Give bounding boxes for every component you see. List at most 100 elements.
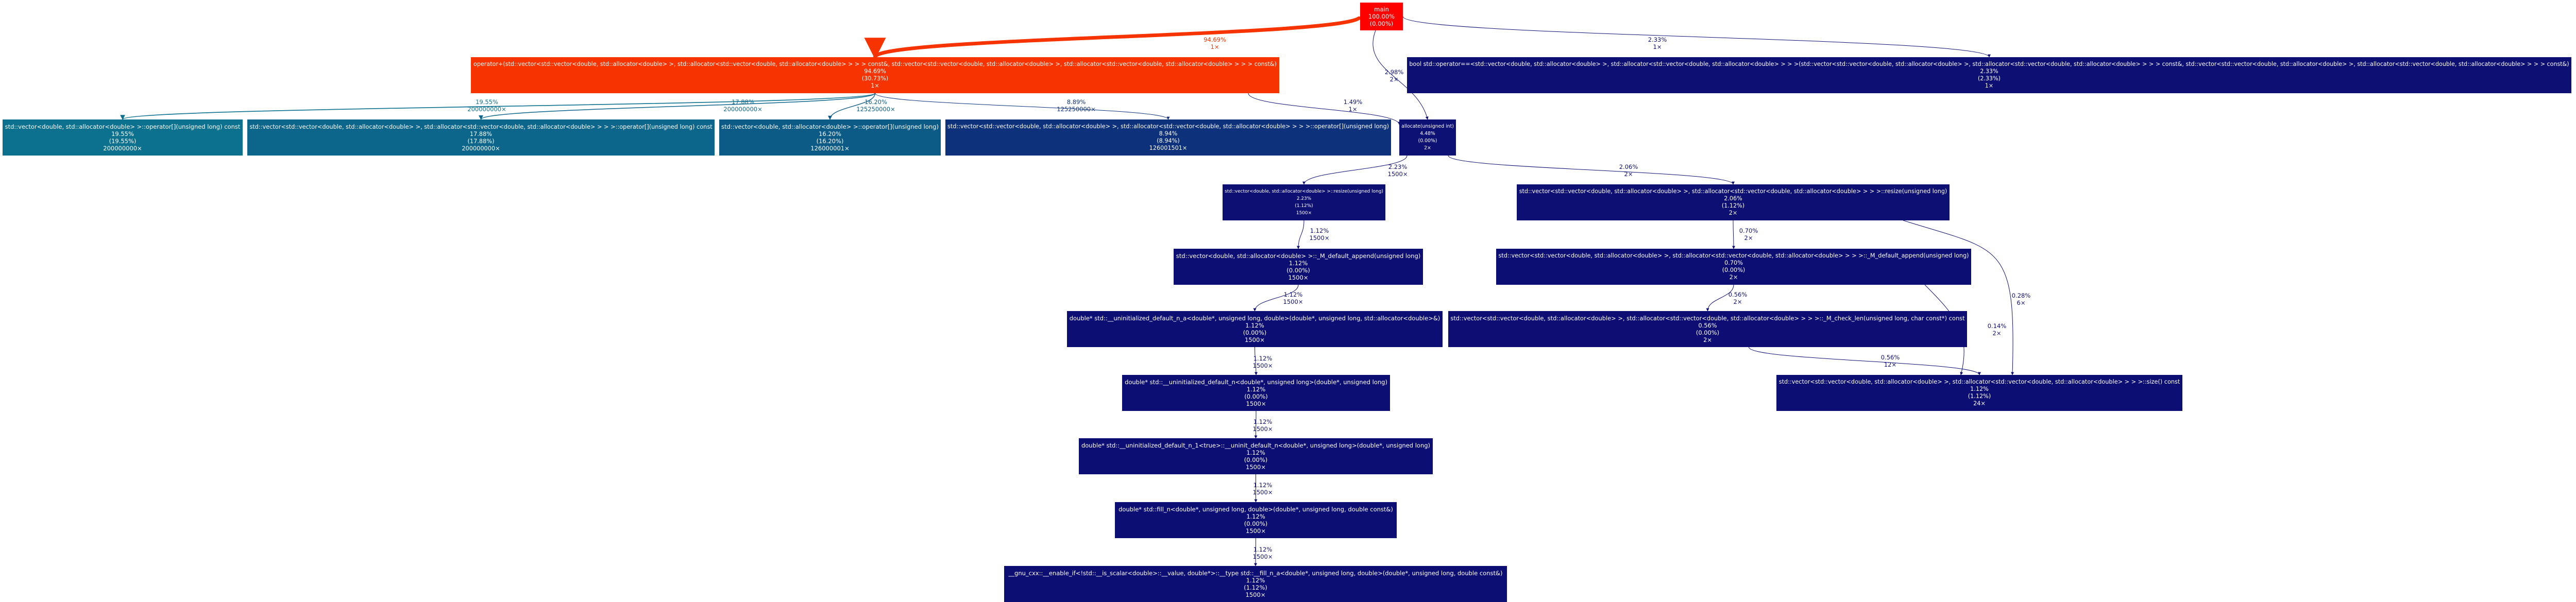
edge-call-count: 1500× — [1252, 362, 1273, 369]
node-stat: (17.88%) — [467, 137, 495, 145]
edge-label: 1.12%1500× — [1253, 418, 1273, 433]
node-vvec-resize[interactable]: std::vector<std::vector<double, std::all… — [1517, 184, 1950, 220]
node-stat: 16.20% — [819, 130, 841, 137]
edge-op-plus-to-vvec-idx-c — [479, 93, 876, 120]
edge-percent: 0.56% — [1880, 354, 1900, 361]
node-stat: 1.12% — [1245, 322, 1264, 329]
node-alloc-fn[interactable]: allocate(unsigned int)4.48%(0.00%)2× — [1399, 119, 1456, 156]
node-stat: 1.12% — [1246, 513, 1265, 520]
node-vec-def-append[interactable]: std::vector<double, std::allocator<doubl… — [1174, 249, 1423, 285]
node-stat: (8.94%) — [1157, 137, 1180, 144]
node-op-eq[interactable]: bool std::operator==<std::vector<double,… — [1407, 57, 2571, 93]
edge-call-count: 2× — [1744, 234, 1753, 242]
node-fill-n[interactable]: double* std::fill_n<double*, unsigned lo… — [1115, 502, 1397, 538]
node-stat: (0.00%) — [1243, 329, 1267, 336]
node-fill-n-a[interactable]: __gnu_cxx::__enable_if<!std::__is_scalar… — [1004, 566, 1507, 602]
edge-percent: 1.12% — [1253, 481, 1273, 489]
node-stat: (0.00%) — [1369, 20, 1394, 27]
node-vec-idx-c[interactable]: std::vector<double, std::allocator<doubl… — [3, 119, 243, 156]
edge-label: 0.56%2× — [1728, 291, 1748, 305]
node-stat: 1500× — [1288, 274, 1309, 281]
edge-label: 2.06%2× — [1619, 163, 1638, 178]
edge-label: 94.69%1× — [1204, 36, 1226, 50]
edge-label: 17.88%200000000× — [723, 98, 762, 113]
node-stat: 1500× — [1245, 336, 1265, 343]
edge-vvec-def-append-to-check-len — [1706, 284, 1734, 312]
node-function-name: std::vector<double, std::allocator<doubl… — [721, 123, 939, 130]
edge-label: 2.23%1500× — [1388, 163, 1408, 178]
edge-label: 1.12%1500× — [1253, 481, 1273, 496]
node-uninit-a[interactable]: double* std::__uninitialized_default_n_a… — [1067, 311, 1443, 347]
node-vec-idx[interactable]: std::vector<double, std::allocator<doubl… — [719, 119, 941, 156]
edge-op-plus-to-vec-idx — [827, 93, 876, 120]
node-stat: (0.00%) — [1418, 138, 1437, 144]
edge-label: 2.33%1× — [1648, 36, 1667, 50]
node-stat: 1500× — [1245, 591, 1266, 598]
edge-percent: 16.20% — [865, 98, 887, 106]
node-stat: (0.00%) — [1244, 393, 1268, 400]
edge-alloc-fn-to-vec-resize — [1302, 155, 1408, 185]
edge-percent: 19.55% — [476, 98, 498, 106]
edge-label: 1.12%1500× — [1253, 546, 1273, 560]
node-uninit-n[interactable]: double* std::__uninitialized_default_n<d… — [1122, 375, 1390, 411]
node-stat: (16.20%) — [816, 137, 844, 145]
edge-label: 0.70%2× — [1739, 227, 1758, 242]
edge-percent: 0.28% — [2011, 292, 2031, 299]
edge-vec-def-append-to-uninit-a — [1253, 284, 1299, 312]
node-function-name: std::vector<double, std::allocator<doubl… — [1225, 189, 1383, 194]
edge-call-count: 200000000× — [467, 106, 506, 113]
node-function-name: operator+(std::vector<std::vector<double… — [473, 61, 1277, 67]
edge-op-plus-to-alloc-fn — [1248, 93, 1401, 125]
node-stat: 1× — [871, 82, 879, 89]
node-stat: 1500× — [1246, 463, 1266, 471]
edge-call-count: 12× — [1884, 361, 1897, 368]
edge-percent: 1.49% — [1343, 98, 1363, 106]
node-uninit-1[interactable]: double* std::__uninitialized_default_n_1… — [1079, 438, 1433, 474]
edge-check-len-to-vvec-size — [1749, 347, 1981, 375]
edge-percent: 2.98% — [1384, 68, 1404, 76]
edge-label: 0.14%2× — [1988, 322, 2007, 337]
node-stat: 19.55% — [111, 130, 134, 137]
edge-percent: 1.12% — [1283, 291, 1303, 298]
node-function-name: std::vector<std::vector<double, std::all… — [249, 123, 713, 130]
node-stat: 4.48% — [1420, 131, 1435, 136]
node-stat: 1.12% — [1289, 260, 1308, 267]
edge-call-count: 1500× — [1283, 298, 1303, 305]
node-stat: 24× — [1973, 400, 1986, 407]
node-function-name: std::vector<std::vector<double, std::all… — [947, 123, 1389, 130]
node-stat: (19.55%) — [109, 137, 137, 145]
node-op-plus[interactable]: operator+(std::vector<std::vector<double… — [471, 57, 1279, 93]
edge-main-to-op-plus — [865, 15, 1362, 60]
edge-label: 8.89%125250000× — [1057, 98, 1096, 113]
node-vvec-idx[interactable]: std::vector<std::vector<double, std::all… — [945, 119, 1391, 156]
edge-percent: 2.06% — [1619, 163, 1638, 170]
node-check-len[interactable]: std::vector<std::vector<double, std::all… — [1448, 311, 1967, 347]
node-vvec-def-append[interactable]: std::vector<std::vector<double, std::all… — [1496, 249, 1971, 285]
node-stat: 2× — [1703, 336, 1712, 343]
node-function-name: allocate(unsigned int) — [1401, 124, 1454, 129]
edge-call-count: 125250000× — [1057, 106, 1096, 113]
edge-alloc-fn-to-vvec-resize — [1448, 155, 1735, 185]
node-stat: (0.00%) — [1244, 456, 1268, 463]
edge-call-count: 125250000× — [856, 106, 895, 113]
node-stat: (1.12%) — [1295, 203, 1313, 209]
node-function-name: bool std::operator==<std::vector<double,… — [1409, 61, 2569, 67]
node-stat: 2× — [1729, 274, 1738, 281]
node-function-name: __gnu_cxx::__enable_if<!std::__is_scalar… — [1008, 570, 1503, 577]
node-stat: 0.56% — [1698, 322, 1717, 329]
node-vvec-size[interactable]: std::vector<std::vector<double, std::all… — [1776, 375, 2182, 411]
node-vec-resize[interactable]: std::vector<double, std::allocator<doubl… — [1223, 184, 1385, 220]
node-vvec-idx-c[interactable]: std::vector<std::vector<double, std::all… — [247, 119, 715, 156]
edge-uninit-a-to-uninit-n — [1254, 347, 1258, 375]
edge-call-count: 200000000× — [723, 106, 762, 113]
edge-label: 1.49%1× — [1344, 98, 1363, 113]
edge-percent: 1.12% — [1253, 418, 1273, 425]
edge-percent: 1.12% — [1253, 546, 1273, 553]
node-stat: 1.12% — [1246, 577, 1265, 584]
edge-percent: 8.89% — [1066, 98, 1086, 106]
node-stat: 200000000× — [462, 145, 500, 152]
edge-label: 2.98%2× — [1385, 68, 1404, 83]
edge-call-count: 1× — [1653, 43, 1662, 50]
node-stat: (1.12%) — [1244, 584, 1267, 591]
